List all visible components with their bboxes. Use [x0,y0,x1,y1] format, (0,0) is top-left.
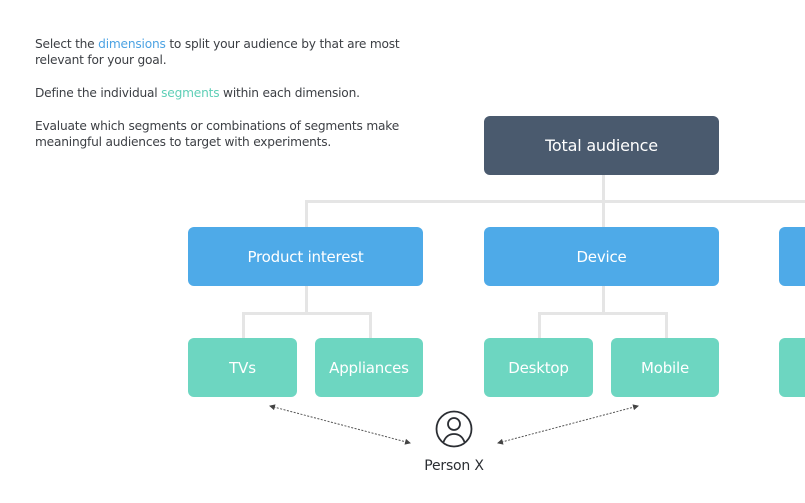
dimension-label: Product interest [247,247,364,266]
connector-dimensions-horizontal [305,200,805,203]
dimension-node-product-interest[interactable]: Product interest [188,227,423,286]
dimension-node-device[interactable]: Device [484,227,719,286]
connector-dim1-up [305,200,308,227]
segment-node-desktop[interactable]: Desktop [484,338,593,397]
intro-paragraph-segments: Define the individual segments within ea… [35,86,360,100]
connector-dim1-segments-horizontal [242,312,372,315]
connector-dim2-down [602,286,605,313]
connector-dim2-segments-horizontal [538,312,668,315]
dimension-label: Device [576,247,627,266]
segment-node-appliances[interactable]: Appliances [315,338,423,397]
link-arrow-tvs [269,404,411,445]
connector-seg3 [538,312,541,338]
link-arrow-mobile [497,404,639,445]
connector-seg2 [369,312,372,338]
segments-highlight: segments [161,86,220,100]
segment-node-third[interactable] [779,338,805,397]
total-audience-node[interactable]: Total audience [484,116,719,175]
segment-node-tvs[interactable]: TVs [188,338,297,397]
connector-seg1 [242,312,245,338]
connector-dim1-down [305,286,308,313]
user-circle-icon [435,410,473,448]
dimension-node-third[interactable] [779,227,805,286]
dimensions-highlight: dimensions [98,37,166,51]
intro-paragraph-evaluate: Evaluate which segments or combinations … [35,119,399,149]
segment-label: TVs [229,358,256,377]
intro-text: Select the dimensions to split your audi… [35,36,415,167]
segment-node-mobile[interactable]: Mobile [611,338,719,397]
segment-label: Mobile [640,358,689,377]
segment-label: Appliances [329,358,409,377]
intro-paragraph-dimensions: Select the dimensions to split your audi… [35,37,400,67]
connector-seg4 [665,312,668,338]
person-label: Person X [424,458,484,474]
segment-label: Desktop [508,358,569,377]
total-audience-label: Total audience [545,136,658,155]
